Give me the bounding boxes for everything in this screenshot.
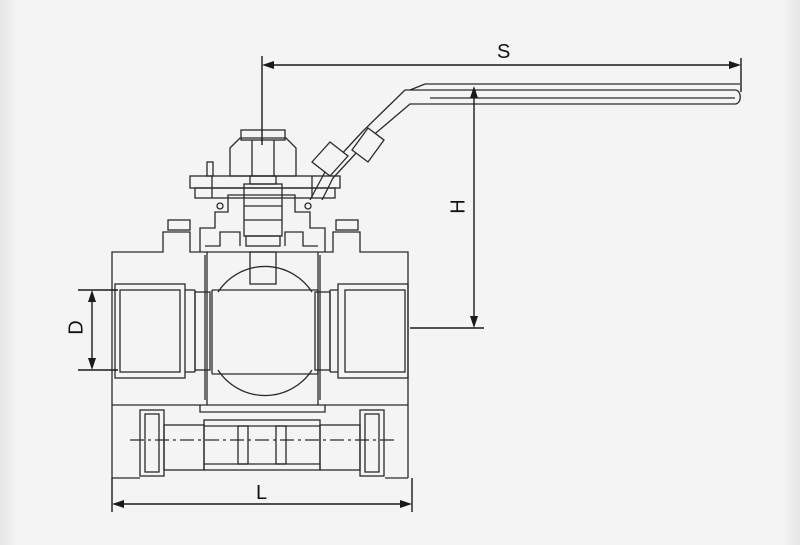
body-bolts bbox=[130, 405, 395, 477]
dimension-l bbox=[111, 478, 413, 512]
valve-body bbox=[111, 231, 409, 479]
dimension-label-s: S bbox=[497, 41, 511, 63]
ball bbox=[211, 251, 319, 397]
dimension-d bbox=[78, 289, 118, 371]
handle bbox=[309, 83, 741, 201]
right-port bbox=[329, 283, 409, 379]
dimension-label-l: L bbox=[256, 482, 268, 504]
dimension-label-h: H bbox=[447, 199, 470, 214]
left-port bbox=[114, 283, 196, 379]
dimension-h bbox=[410, 86, 484, 329]
seats bbox=[194, 291, 331, 371]
stem-assembly bbox=[167, 129, 359, 252]
dimension-s bbox=[261, 56, 742, 145]
dimension-label-d: D bbox=[65, 320, 88, 335]
